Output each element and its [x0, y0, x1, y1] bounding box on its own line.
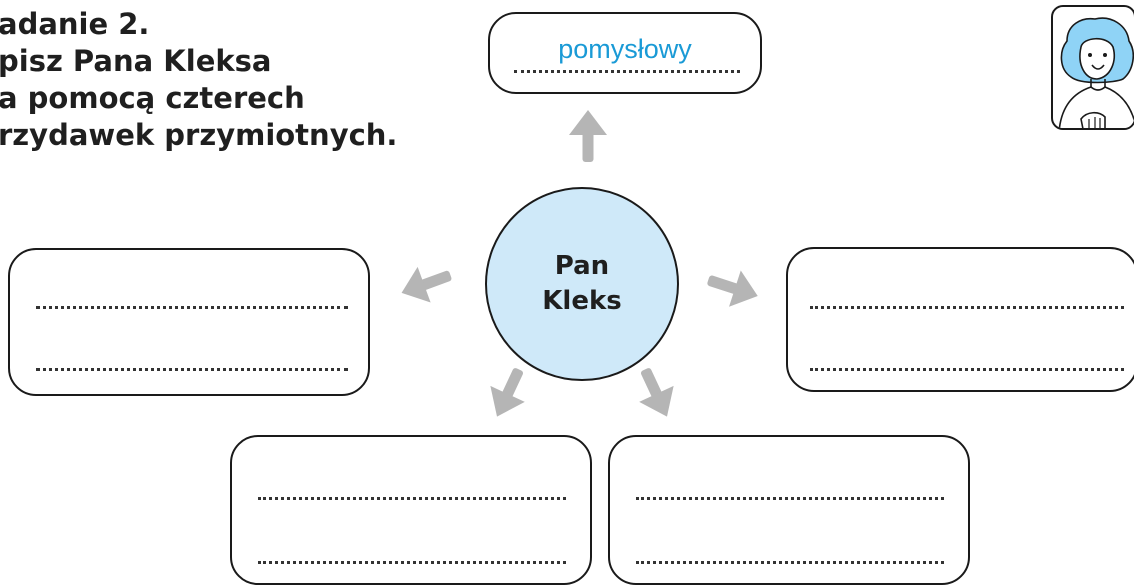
- answer-box-left[interactable]: [8, 248, 370, 396]
- arrow-down-left-icon: [490, 368, 525, 417]
- task-title: adanie 2. pisz Pana Kleksa a pomocą czte…: [0, 6, 397, 154]
- answer-box-top[interactable]: pomysłowy: [488, 12, 762, 94]
- center-label: Pan Kleks: [542, 249, 621, 319]
- answer-line[interactable]: [514, 70, 740, 73]
- center-label-line: Pan: [554, 251, 610, 281]
- task-title-line: adanie 2.: [0, 7, 150, 41]
- arrow-down-right-icon: [639, 368, 674, 417]
- answer-line[interactable]: [36, 368, 348, 371]
- answer-line[interactable]: [636, 561, 944, 564]
- teacher-icon: [1051, 5, 1134, 130]
- teacher-illustration: [1058, 17, 1134, 128]
- answer-line[interactable]: [636, 497, 944, 500]
- answer-box-bottom-right[interactable]: [608, 435, 970, 585]
- answer-line[interactable]: [258, 497, 566, 500]
- center-label-line: Kleks: [542, 286, 622, 316]
- answer-text: pomysłowy: [558, 34, 692, 64]
- answer-box-right[interactable]: [786, 247, 1134, 392]
- arrow-up-icon: [569, 110, 607, 162]
- task-title-line: pisz Pana Kleksa: [0, 44, 272, 78]
- answer-line[interactable]: [810, 368, 1124, 371]
- answer-line[interactable]: [36, 306, 348, 309]
- arrow-right-down-icon: [707, 270, 758, 307]
- answer-line[interactable]: [258, 561, 566, 564]
- task-title-line: a pomocą czterech: [0, 81, 305, 115]
- task-title-line: rzydawek przymiotnych.: [0, 118, 398, 152]
- answer-box-bottom-left[interactable]: [230, 435, 592, 585]
- arrow-left-down-icon: [401, 266, 452, 303]
- answer-line[interactable]: [810, 306, 1124, 309]
- center-circle: Pan Kleks: [485, 187, 679, 381]
